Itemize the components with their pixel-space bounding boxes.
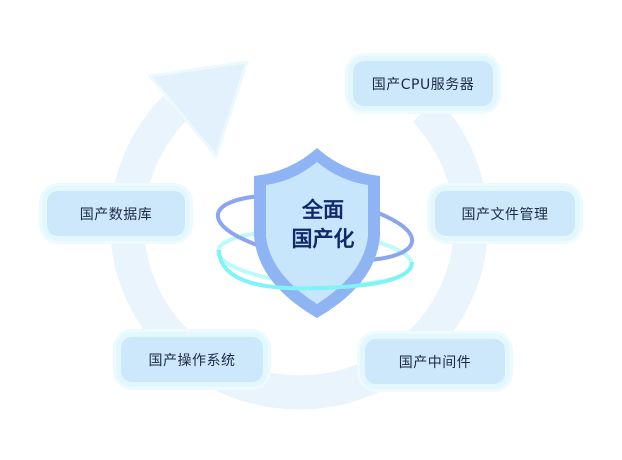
item-label: 国产中间件: [398, 354, 472, 371]
item-label: 国产文件管理: [461, 206, 549, 223]
item-file-management: 国产文件管理: [430, 186, 580, 241]
item-middleware: 国产中间件: [360, 334, 510, 389]
cycle-arrow-icon: [147, 60, 250, 160]
shield-icon: [254, 148, 380, 318]
center-title-line2: 国产化: [291, 227, 355, 251]
item-label: 国产数据库: [79, 206, 153, 223]
item-operating-system: 国产操作系统: [116, 332, 268, 387]
item-cpu-server: 国产CPU服务器: [348, 56, 498, 111]
center-title-line1: 全面: [302, 198, 344, 222]
item-database: 国产数据库: [42, 186, 190, 241]
orbit-ring-front: [217, 249, 414, 291]
center-title: 全面 国产化: [262, 196, 384, 254]
item-label: 国产CPU服务器: [371, 76, 475, 93]
item-label: 国产操作系统: [148, 352, 236, 369]
